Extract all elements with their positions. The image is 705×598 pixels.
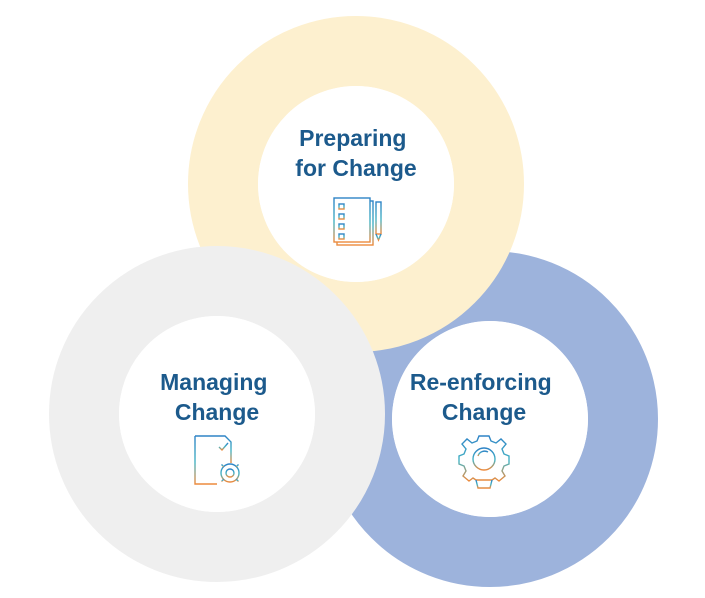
ring-preparing xyxy=(188,16,524,352)
checklist-document-icon xyxy=(333,197,382,246)
stage-label-line: Change xyxy=(442,399,526,425)
stage-label-reenforcing: Re-enforcing Change xyxy=(410,369,558,425)
stage-label-line: Change xyxy=(175,399,259,425)
center-reenforcing xyxy=(392,321,588,517)
center-preparing xyxy=(258,86,454,282)
stage-label-line: Preparing xyxy=(299,125,406,151)
center-managing xyxy=(119,316,315,512)
gear-lightbulb-icon xyxy=(458,435,510,495)
stage-label-line: Managing xyxy=(160,369,267,395)
stage-label-line: Re-enforcing xyxy=(410,369,552,395)
document-gear-icon xyxy=(194,435,242,485)
ring-managing xyxy=(49,246,385,582)
stage-label-preparing: Preparing for Change xyxy=(295,125,416,181)
stage-label-managing: Managing Change xyxy=(160,369,274,425)
stage-label-line: for Change xyxy=(295,155,416,181)
